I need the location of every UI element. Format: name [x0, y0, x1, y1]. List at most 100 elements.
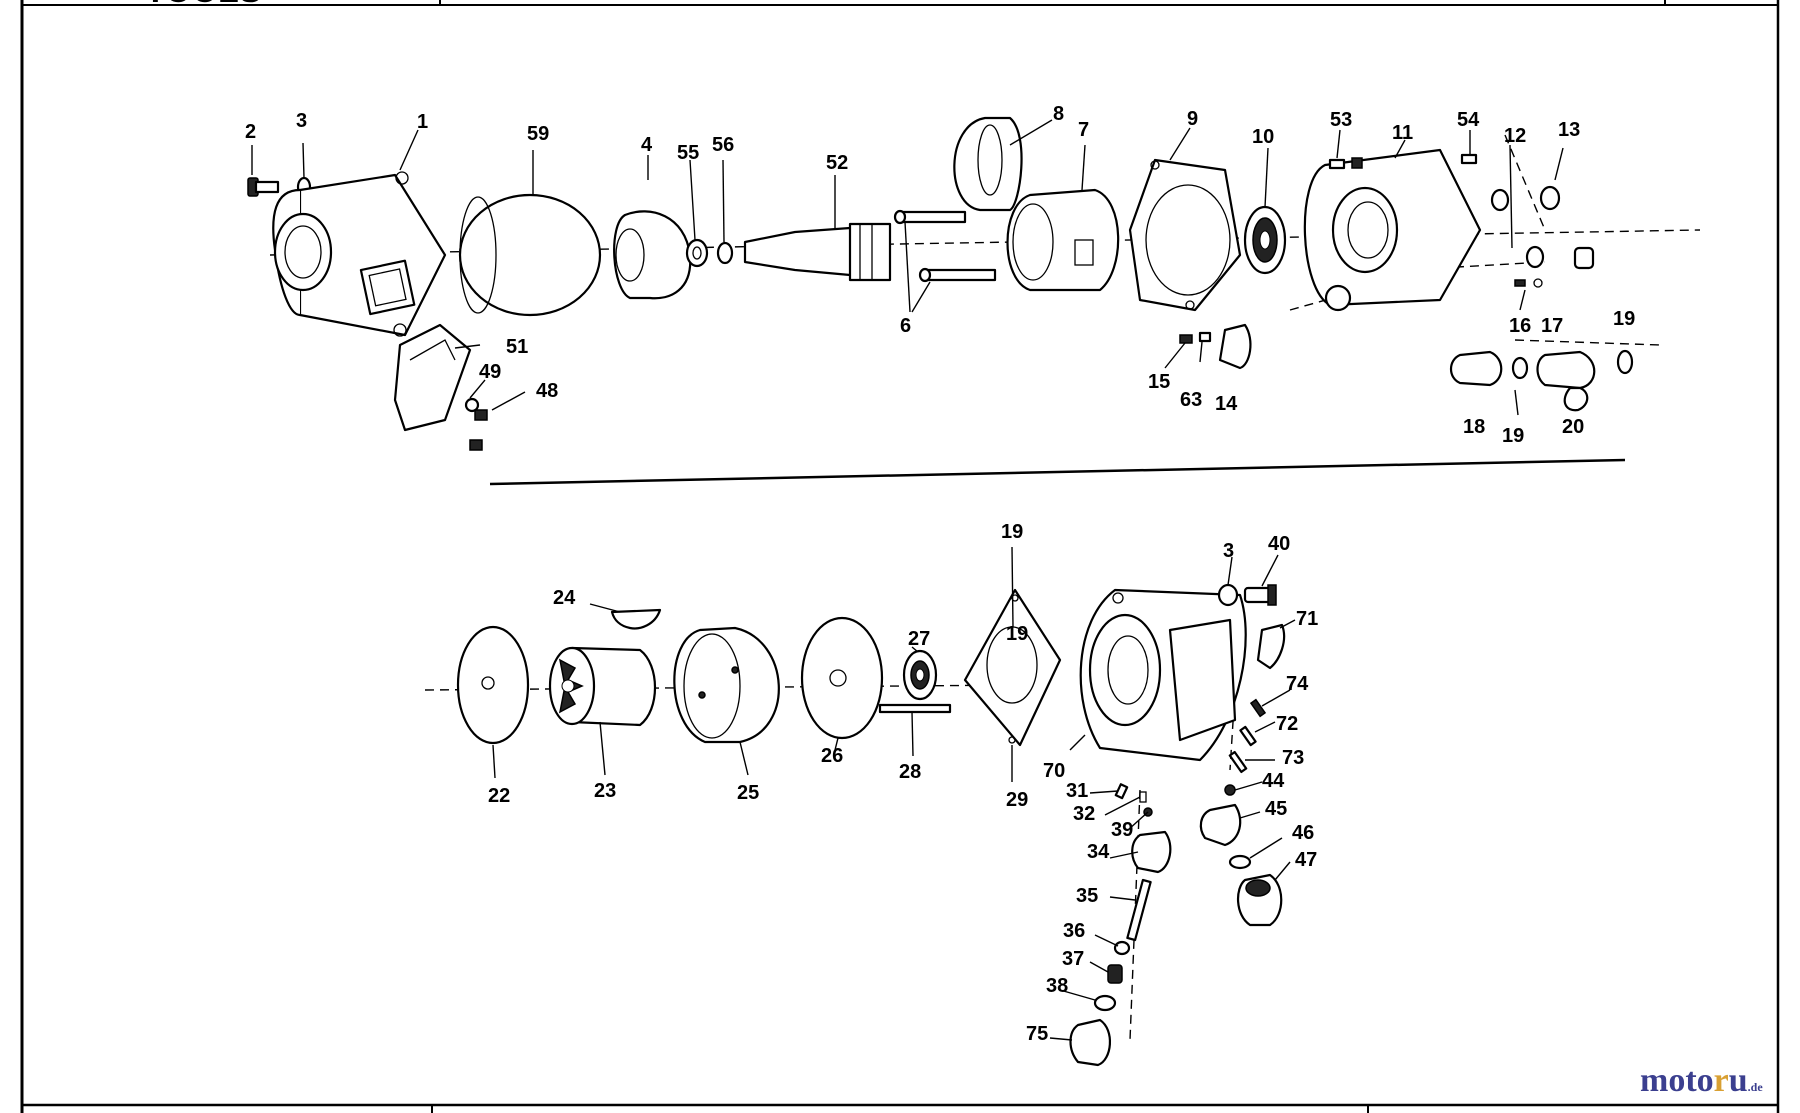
callout-17: 17 — [1541, 315, 1563, 337]
callout-55: 55 — [677, 142, 699, 164]
callout-19-bottom: 19 — [1001, 521, 1023, 543]
callout-3-bottom: 3 — [1223, 540, 1234, 562]
callout-4: 4 — [641, 134, 653, 156]
callout-19-gasket: 19 — [1006, 623, 1028, 645]
part-9-gasket — [1128, 158, 1242, 312]
part-12-washer — [1525, 245, 1545, 269]
part-8-cylinder-half — [953, 116, 1023, 212]
part-40-screw — [1243, 584, 1277, 606]
part-49-washer — [464, 397, 480, 413]
leader-lines-bottom — [492, 546, 1296, 1041]
part-14-valve-body — [1218, 323, 1252, 370]
callout-24: 24 — [553, 587, 576, 609]
part-11-rear-housing — [1303, 148, 1482, 312]
part-52-rotor-shaft — [743, 222, 892, 282]
part-22-end-plate — [456, 625, 530, 745]
part-4-end-plate — [613, 210, 692, 300]
callout-36: 36 — [1063, 920, 1085, 942]
callout-18: 18 — [1463, 416, 1485, 438]
part-27-bearing — [902, 649, 938, 701]
callout-73: 73 — [1282, 747, 1304, 769]
callout-19-top-mid: 19 — [1502, 425, 1524, 447]
callout-46: 46 — [1292, 822, 1314, 844]
callout-25: 25 — [737, 782, 759, 804]
callout-35: 35 — [1076, 885, 1098, 907]
part-1-housing — [272, 171, 447, 337]
callout-31: 31 — [1066, 780, 1088, 802]
part-47-regulator — [1237, 873, 1283, 927]
callout-74: 74 — [1286, 673, 1309, 695]
callout-44: 44 — [1262, 770, 1285, 792]
part-70-backhead — [1079, 588, 1247, 762]
callout-72: 72 — [1276, 713, 1298, 735]
callout-37: 37 — [1062, 948, 1084, 970]
callout-32: 32 — [1073, 803, 1095, 825]
callout-16: 16 — [1509, 315, 1531, 337]
part-38-o-ring — [1093, 994, 1117, 1012]
callout-71: 71 — [1296, 608, 1318, 630]
callout-9: 9 — [1187, 108, 1198, 130]
callout-20: 20 — [1562, 416, 1584, 438]
callout-59: 59 — [527, 123, 549, 145]
part-74-pin — [1249, 698, 1267, 718]
callout-7: 7 — [1078, 119, 1089, 141]
callout-70: 70 — [1043, 760, 1065, 782]
callout-27: 27 — [908, 628, 930, 650]
callout-29: 29 — [1006, 789, 1028, 811]
callout-13: 13 — [1558, 119, 1580, 141]
callout-38: 38 — [1046, 975, 1068, 997]
bottom-assembly — [424, 546, 1296, 1067]
part-35-valve-stem — [1126, 878, 1152, 942]
header-title-fragment: TOOLS — [145, 0, 262, 10]
part-54-screw — [1460, 153, 1478, 165]
callout-53: 53 — [1330, 109, 1352, 131]
callout-3: 3 — [296, 110, 307, 132]
part-24-blade — [610, 608, 662, 630]
part-13-valve — [1490, 188, 1510, 212]
part-26-end-plate — [800, 616, 884, 740]
part-29-gasket — [963, 588, 1062, 747]
part-36-ring — [1113, 940, 1131, 956]
callout-14: 14 — [1215, 393, 1238, 415]
part-19-o-ring-2 — [1616, 349, 1634, 375]
part-6-pins — [893, 209, 997, 313]
callout-6: 6 — [900, 315, 911, 337]
callout-11: 11 — [1392, 122, 1413, 144]
part-55-bearing — [685, 238, 709, 268]
part-48-screw — [474, 409, 488, 421]
part-10-bearing — [1243, 205, 1287, 275]
part-45-valve — [1199, 803, 1242, 847]
part-71-bracket — [1256, 623, 1286, 670]
watermark-suffix: .de — [1747, 1080, 1763, 1094]
callout-1: 1 — [417, 111, 428, 133]
leader-lines-top — [251, 119, 1564, 416]
part-19-o-ring — [1511, 356, 1529, 380]
callout-19-top-right: 19 — [1613, 308, 1635, 330]
watermark-part-2: r — [1713, 1062, 1729, 1099]
part-34-valve-seat — [1131, 830, 1172, 874]
callout-23: 23 — [594, 780, 616, 802]
callout-39: 39 — [1111, 819, 1133, 841]
watermark-part-1: moto — [1640, 1062, 1714, 1099]
callout-63: 63 — [1180, 389, 1202, 411]
part-72-pin — [1239, 725, 1257, 747]
callout-52: 52 — [826, 152, 848, 174]
callout-2: 2 — [245, 121, 256, 143]
callout-labels: 2 3 1 59 4 55 56 52 8 7 9 10 53 11 54 12… — [245, 103, 1635, 1045]
part-32-pin — [1139, 791, 1147, 803]
callout-47: 47 — [1295, 849, 1317, 871]
callout-56: 56 — [712, 134, 734, 156]
callout-28: 28 — [899, 761, 921, 783]
part-44-washer — [1224, 784, 1236, 796]
part-37-spring — [1107, 964, 1123, 984]
part-2-screw — [247, 177, 280, 197]
callout-48: 48 — [536, 380, 558, 402]
part-63-spring — [1198, 331, 1212, 343]
part-31-pin — [1114, 783, 1129, 800]
callout-54: 54 — [1457, 109, 1480, 131]
part-53-screw — [1328, 158, 1346, 170]
part-46-o-ring — [1228, 854, 1252, 870]
part-23-rotor — [548, 646, 657, 727]
callout-12: 12 — [1504, 125, 1526, 147]
part-25-cylinder — [673, 626, 780, 744]
